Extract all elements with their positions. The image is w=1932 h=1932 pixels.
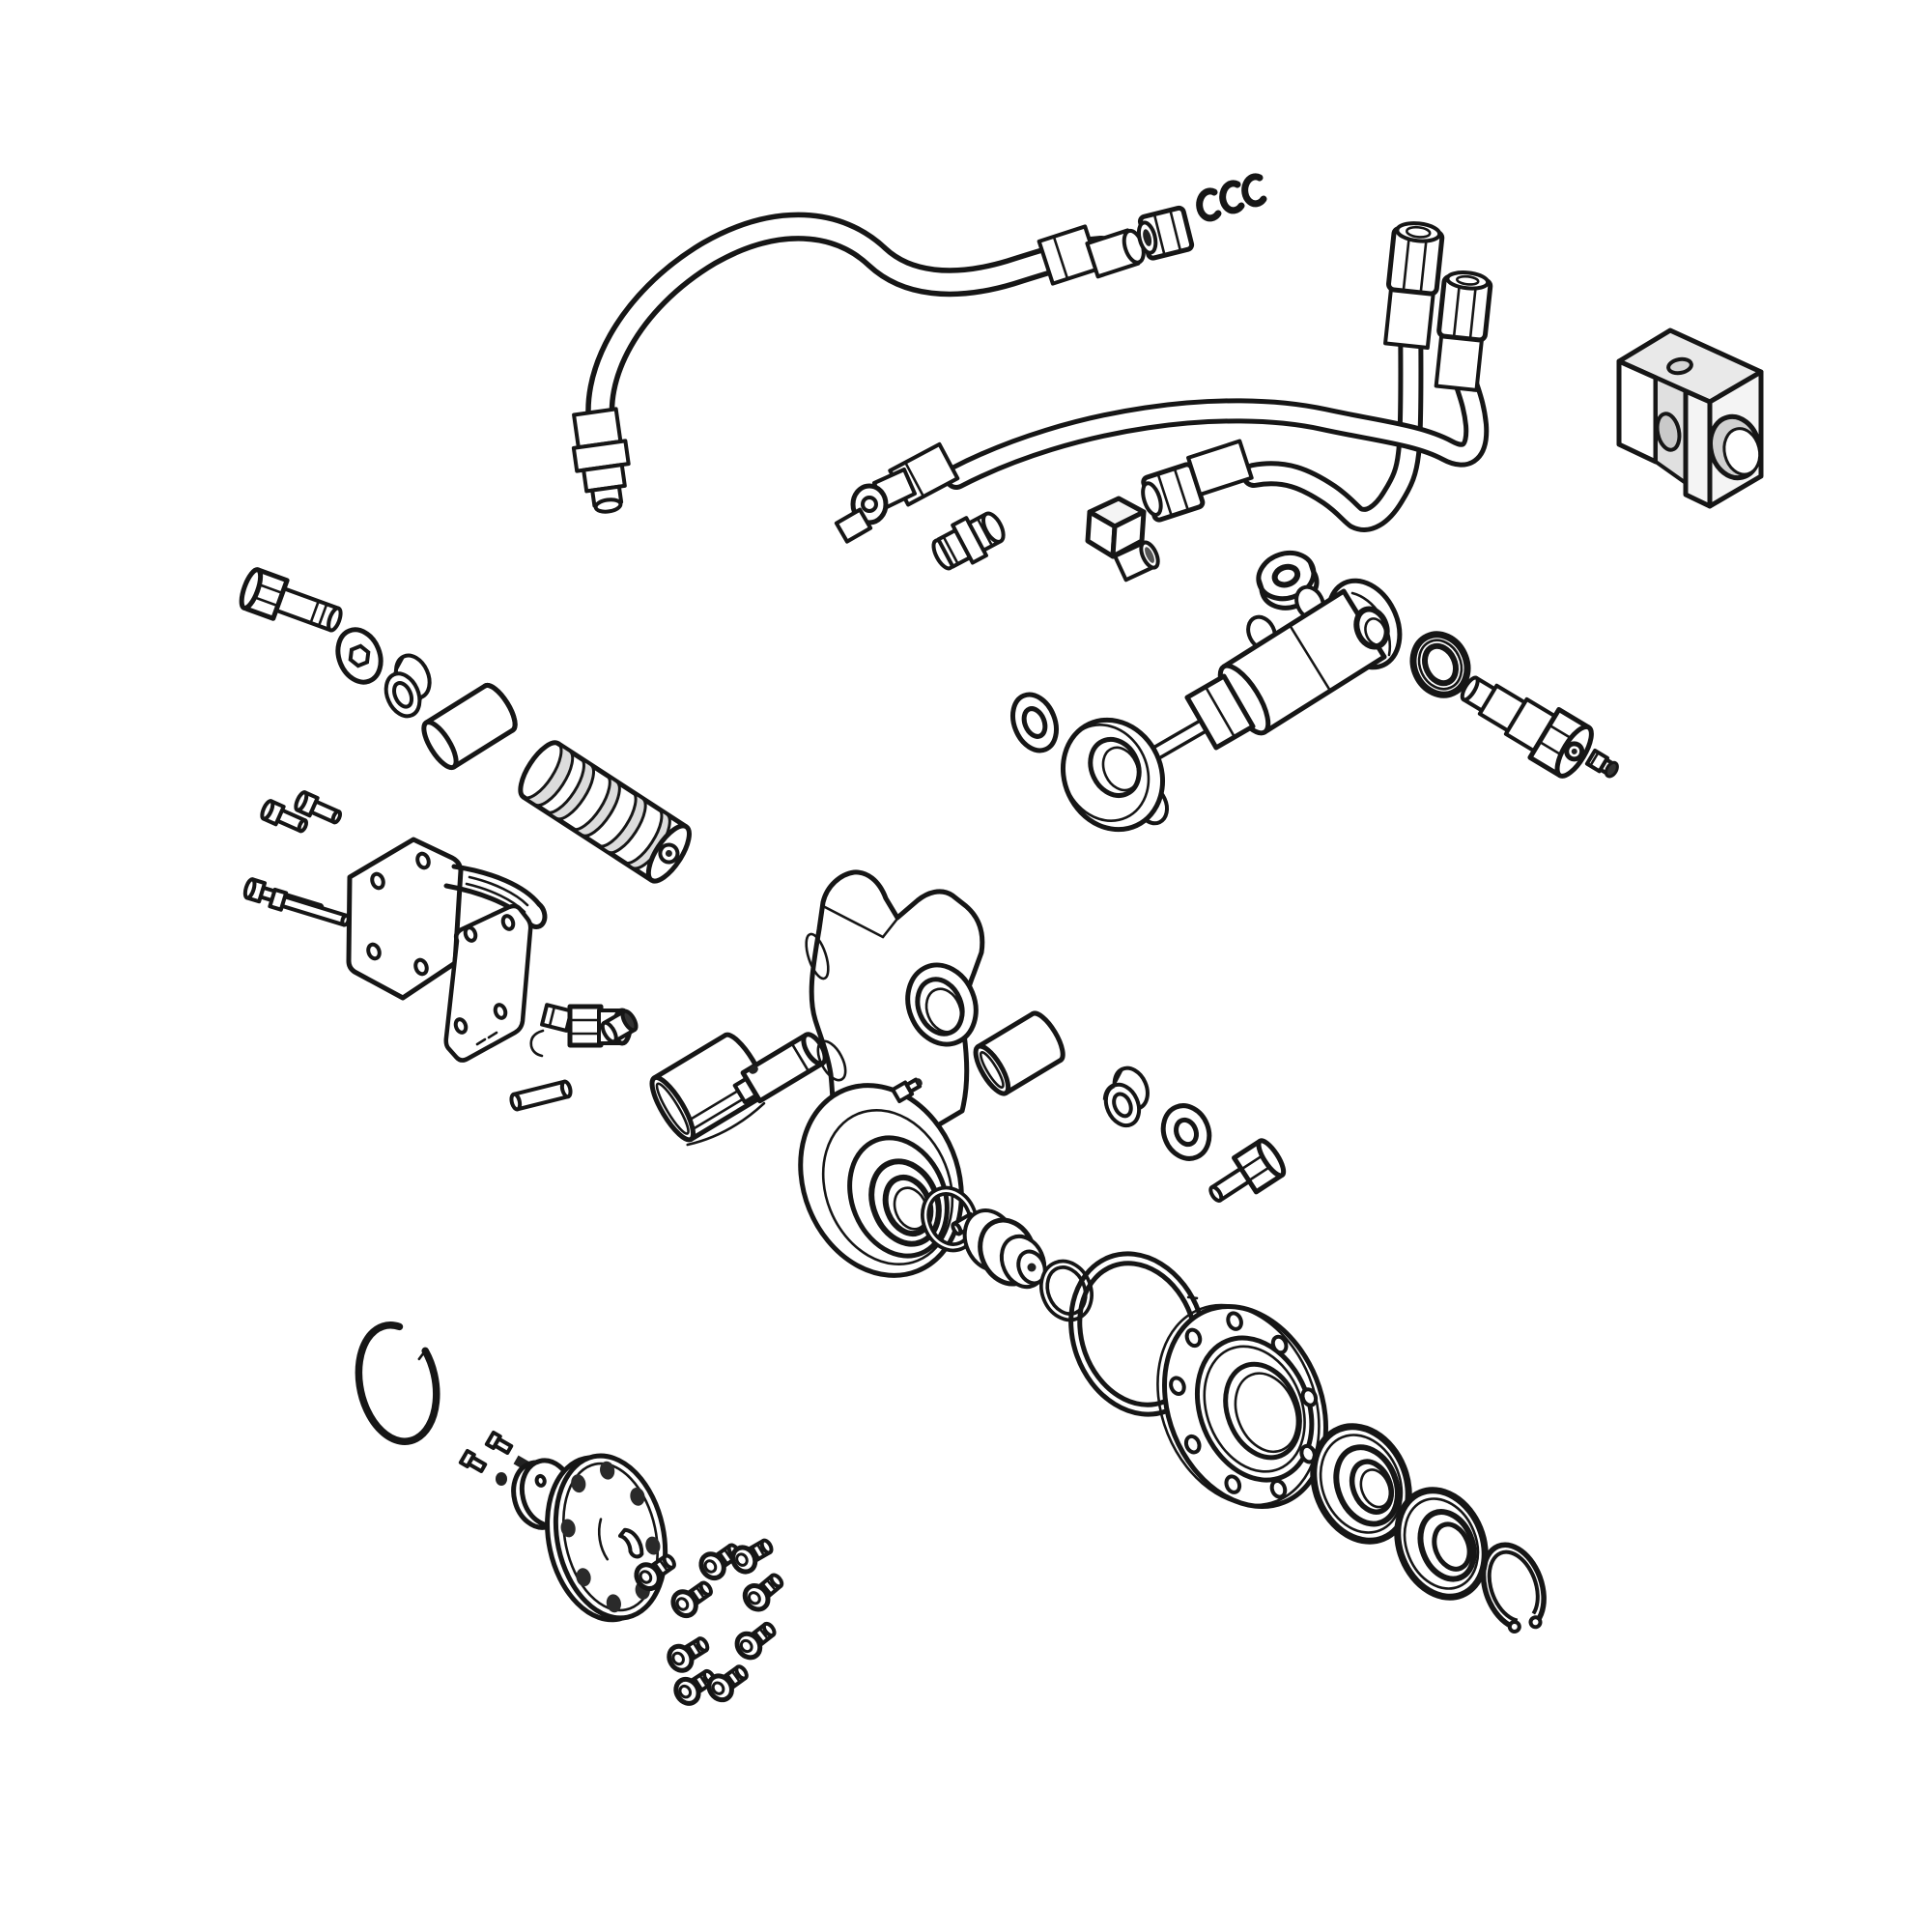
grooved-king-pin <box>518 740 692 884</box>
cylinder-seal-ring <box>1409 631 1471 698</box>
bushing-ring-left <box>384 653 432 719</box>
sealing-washer <box>1010 692 1059 753</box>
center-hose-front <box>944 270 1493 490</box>
o-ring-middle <box>1039 1259 1094 1322</box>
hex-bolt-pair-small <box>260 790 343 834</box>
upper-hydraulic-hose <box>571 212 1146 514</box>
banjo-elbow-fitting <box>834 441 960 544</box>
center-hose-rear <box>1141 221 1445 532</box>
straight-union-adapter <box>931 511 1006 571</box>
bearing-retainer-flange <box>1156 1303 1328 1510</box>
roll-pin <box>509 1079 573 1112</box>
flat-washer-right <box>1160 1103 1212 1161</box>
bleeder-screw <box>891 1077 923 1104</box>
stub-axle-shaft <box>732 1032 828 1104</box>
hose-union-nut <box>1136 205 1195 261</box>
hub-cover-plate <box>545 1453 668 1623</box>
bushing-sleeve-left <box>421 682 518 771</box>
gasket-plate <box>443 903 533 1063</box>
grease-nipple <box>1584 748 1619 779</box>
stud-bolts-long <box>242 877 351 927</box>
bushing-sleeve-right <box>973 1010 1065 1096</box>
bearing-plug-cap <box>951 1208 1047 1290</box>
flat-washer-left <box>335 627 384 685</box>
clamp-bracket-block <box>1616 327 1764 509</box>
steering-cylinder <box>1060 578 1403 833</box>
hex-bolt-upper-left <box>239 567 343 633</box>
bushing-ring-right <box>1102 1065 1150 1128</box>
taper-bearing-outer <box>1310 1423 1412 1545</box>
tee-adapter-fitting <box>1085 496 1160 582</box>
small-plug <box>600 1009 639 1044</box>
taper-bearing-inner <box>1394 1487 1489 1601</box>
steering-knuckle-housing <box>798 869 985 1278</box>
o-ring-small <box>921 1185 979 1253</box>
retaining-clip-set <box>1196 173 1267 222</box>
hex-bolt-right <box>1208 1138 1287 1203</box>
shaft-snap-ring <box>1480 1542 1547 1634</box>
king-pin-ball-stud <box>1460 675 1594 779</box>
large-snap-ring <box>355 1321 440 1445</box>
